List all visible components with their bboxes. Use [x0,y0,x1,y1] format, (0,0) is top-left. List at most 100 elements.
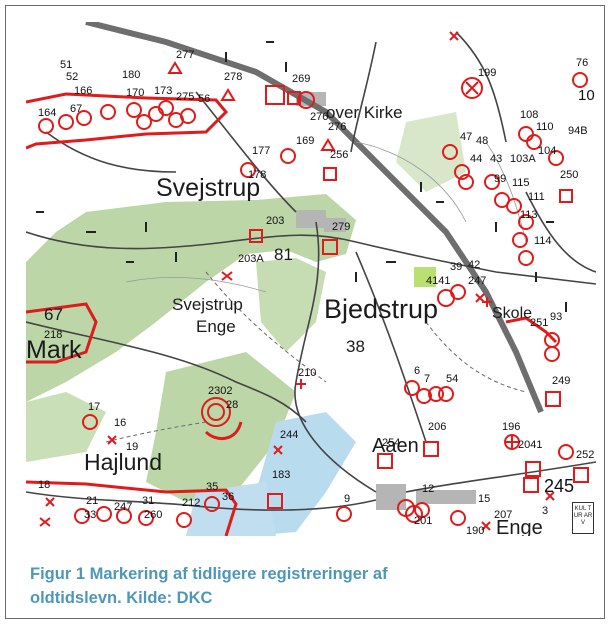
caption-line-2: oldtidslevn. Kilde: DKC [30,589,213,607]
site-number: 21 [86,495,98,507]
site-number: 277 [176,49,194,61]
site-number: 276 [328,121,346,133]
site-number: 99 [494,173,506,185]
site-number: 199 [478,67,496,79]
site-number: 36 [222,491,234,503]
site-number: 35 [206,481,218,493]
site-number: 2041 [518,439,542,451]
site-number: 252 [576,449,594,461]
place-name-svejstrup-enge-2: Enge [196,317,236,336]
site-number: 269 [292,73,310,85]
place-name-kirke: over Kirke [326,103,403,122]
site-number: 4141 [426,275,450,287]
site-number: 113 [520,209,538,221]
site-number: 31 [142,495,154,507]
site-number: 218 [44,329,62,341]
site-number: 206 [428,421,446,433]
figure-caption: Figur 1 Markering af tidligere registrer… [30,562,590,610]
site-number: 108 [520,109,538,121]
site-number: 39 [450,261,462,273]
site-number: 183 [272,469,290,481]
spot-height-38: 38 [346,337,365,356]
spot-height-81: 81 [274,245,293,264]
map-svg: Svejstrup Bjedstrup Svejstrup Enge Hajlu… [26,22,596,536]
site-number: 9 [344,493,350,505]
site-number: 166 [74,85,92,97]
site-number: 47 [460,131,472,143]
site-number: 169 [296,135,314,147]
site-number: 103A [510,153,536,165]
site-number: 276 [310,111,328,123]
place-name-hajlund: Hajlund [84,449,162,475]
site-number: 7 [424,373,430,385]
site-number: 54 [446,373,458,385]
site-number: 196 [502,421,520,433]
site-number: 2302 [208,385,232,397]
site-number: 203 [266,215,284,227]
site-number: 111 [528,191,545,203]
site-number: 210 [298,367,316,379]
caption-line-1: Figur 1 Markering af tidligere registrer… [30,565,388,583]
site-number: 56 [198,93,210,105]
spot-height-67: 67 [44,305,63,324]
site-number: 48 [476,135,488,147]
place-name-aaen: Aaen [372,435,419,457]
site-number: 278 [224,71,242,83]
site-number: 173 [154,85,172,97]
site-number: 275 [176,91,194,103]
site-number: 10 [578,87,595,104]
place-name-bjedstrup: Bjedstrup [324,294,438,324]
place-name-skole: Skole [492,305,532,322]
site-number: 15 [478,493,490,505]
site-number: 43 [490,153,502,165]
site-number: 201 [414,515,432,527]
kulturarv-logo: KUL TUR ARV [572,502,594,534]
map-image: Svejstrup Bjedstrup Svejstrup Enge Hajlu… [26,22,596,536]
site-number: 212 [182,497,200,509]
site-number: 251 [530,317,548,329]
site-number: 16 [114,417,126,429]
place-name-enge-bottom: Enge [496,517,543,536]
site-number: 19 [126,441,138,453]
site-number: 245 [544,476,574,496]
site-number: 12 [422,483,434,495]
figure-frame: Svejstrup Bjedstrup Svejstrup Enge Hajlu… [5,5,605,619]
site-number: 17 [88,401,100,413]
site-number: 250 [560,169,578,181]
site-number: 244 [280,429,298,441]
site-number: 203A [238,253,264,265]
site-number: 249 [552,375,570,387]
site-number: 114 [534,235,552,247]
site-number: 260 [144,509,162,521]
site-number: 279 [332,221,350,233]
site-number: 94B [568,125,588,137]
site-number: 190 [466,525,484,536]
site-number: 42 [468,259,480,271]
site-number: 170 [126,87,144,99]
site-number: 76 [576,57,588,69]
place-name-svejstrup-enge-1: Svejstrup [172,295,243,314]
site-number: 177 [252,145,270,157]
site-number: 104 [538,145,556,157]
site-number: 33 [84,509,96,521]
site-number: 67 [70,103,82,115]
site-number: 178 [248,169,266,181]
site-number: 115 [512,177,530,189]
site-number: 52 [66,71,78,83]
site-number: 18 [38,479,50,491]
site-number: 51 [60,59,72,71]
site-number: 110 [536,121,554,133]
site-number: 93 [550,311,562,323]
site-number: 44 [470,153,482,165]
site-number: 180 [122,69,140,81]
site-number: 207 [494,509,512,521]
site-number: 6 [414,365,420,377]
place-name-mark: Mark [26,336,82,364]
site-number: 164 [38,107,56,119]
site-number: 3 [542,505,548,517]
place-name-svejstrup: Svejstrup [156,174,260,202]
site-number: 247 [114,501,132,513]
site-number: 28 [226,399,238,411]
site-number: 256 [330,149,348,161]
site-number: 247 [468,275,486,287]
